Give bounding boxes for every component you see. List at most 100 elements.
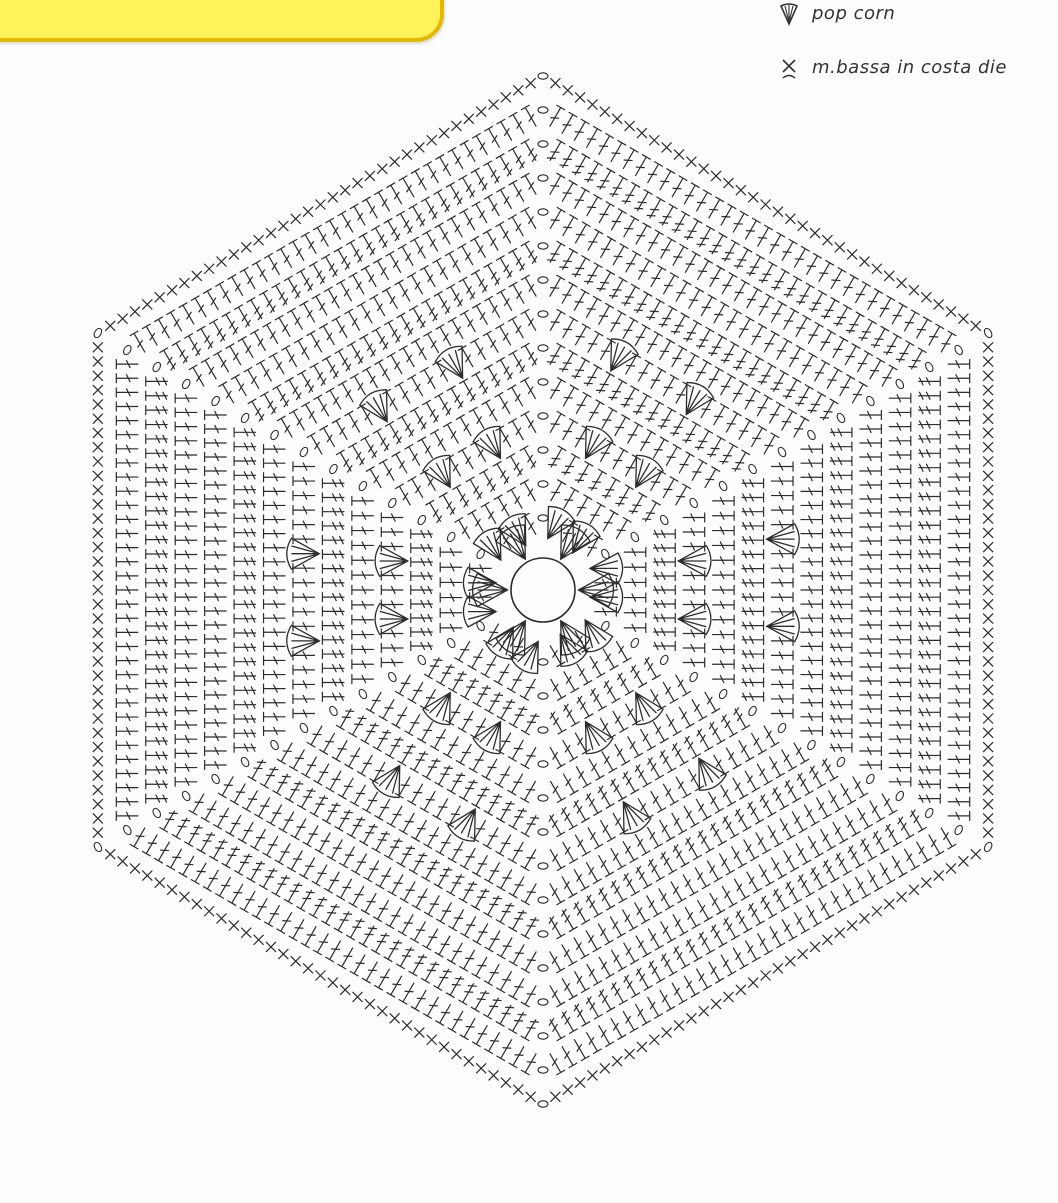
dc-stitch xyxy=(710,265,725,287)
dc-stitch xyxy=(116,740,138,750)
chain-stitch xyxy=(538,481,548,487)
treble-stitch xyxy=(146,592,168,602)
chain-stitch xyxy=(358,480,369,492)
dc-stitch xyxy=(587,535,602,557)
dc-stitch xyxy=(771,578,793,588)
dc-stitch xyxy=(485,930,500,952)
dc-stitch xyxy=(820,329,835,351)
dc-stitch xyxy=(758,225,773,247)
dc-stitch xyxy=(684,353,699,375)
dc-stitch xyxy=(948,641,970,651)
sc-stitch xyxy=(365,171,375,181)
dc-stitch xyxy=(696,190,711,212)
dc-stitch xyxy=(771,665,793,675)
sc-stitch xyxy=(93,399,103,409)
treble-stitch xyxy=(871,326,889,348)
dc-stitch xyxy=(349,273,364,295)
treble-stitch xyxy=(685,837,701,860)
dc-stitch xyxy=(889,407,911,417)
sc-stitch xyxy=(278,221,288,231)
chain-stitch xyxy=(836,756,847,768)
treble-stitch xyxy=(684,736,700,759)
treble-stitch xyxy=(146,736,168,746)
treble-stitch xyxy=(146,563,168,573)
dc-stitch xyxy=(116,627,138,637)
dc-stitch xyxy=(374,969,389,991)
treble-stitch xyxy=(830,485,852,495)
dc-stitch xyxy=(635,324,650,346)
dc-stitch xyxy=(800,486,822,496)
dc-stitch xyxy=(889,464,911,474)
dc-stitch xyxy=(326,388,341,410)
dc-stitch xyxy=(336,879,351,901)
dc-stitch xyxy=(218,776,233,798)
treble-stitch xyxy=(439,492,455,515)
dc-stitch xyxy=(831,267,846,289)
dc-stitch xyxy=(423,997,438,1019)
dc-stitch xyxy=(800,613,822,623)
treble-stitch xyxy=(284,276,300,299)
dc-stitch xyxy=(520,679,535,701)
dc-stitch xyxy=(948,698,970,708)
dc-stitch xyxy=(116,529,138,539)
treble-stitch xyxy=(559,350,577,372)
dc-stitch xyxy=(201,358,216,380)
treble-stitch xyxy=(771,269,789,291)
dc-stitch xyxy=(802,353,817,375)
popcorn-stitch xyxy=(473,528,500,560)
treble-stitch xyxy=(604,680,620,703)
dc-stitch xyxy=(771,563,793,573)
treble-stitch xyxy=(421,298,437,321)
dc-stitch xyxy=(154,317,169,339)
chain-stitch xyxy=(659,654,670,666)
dc-stitch xyxy=(381,658,403,668)
dc-stitch xyxy=(623,317,638,339)
dc-stitch xyxy=(352,540,374,550)
treble-stitch xyxy=(466,477,482,500)
chain-stitch xyxy=(538,727,548,733)
treble-stitch xyxy=(322,564,344,574)
treble-stitch xyxy=(561,909,577,932)
treble-stitch xyxy=(272,384,288,407)
dc-stitch xyxy=(563,385,578,407)
dc-stitch xyxy=(374,190,389,212)
sc-stitch xyxy=(983,813,993,823)
treble-stitch xyxy=(672,211,690,233)
dc-stitch xyxy=(624,623,646,633)
dc-stitch xyxy=(440,547,462,557)
treble-stitch xyxy=(234,685,256,695)
treble-stitch xyxy=(918,722,940,732)
dc-stitch xyxy=(948,585,970,595)
sc-stitch xyxy=(983,485,993,495)
dc-stitch xyxy=(550,781,565,803)
chain-stitch xyxy=(93,327,104,339)
treble-stitch xyxy=(918,664,940,674)
dc-stitch xyxy=(175,706,197,716)
sc-stitch xyxy=(340,985,350,995)
dc-stitch xyxy=(882,794,897,816)
treble-stitch xyxy=(409,306,425,329)
dc-stitch xyxy=(293,621,315,631)
dc-stitch xyxy=(496,1039,511,1061)
sc-stitch xyxy=(476,1063,486,1073)
dc-stitch xyxy=(313,933,328,955)
dc-stitch xyxy=(868,870,883,892)
dc-stitch xyxy=(948,500,970,510)
treble-stitch xyxy=(433,969,451,991)
treble-stitch xyxy=(742,549,764,559)
treble-stitch xyxy=(234,628,256,638)
chain-stitch xyxy=(538,175,548,181)
dc-stitch xyxy=(651,367,666,389)
treble-stitch xyxy=(521,1019,539,1041)
dc-stitch xyxy=(205,578,227,588)
treble-stitch xyxy=(742,606,764,616)
dc-stitch xyxy=(683,571,705,581)
dc-stitch xyxy=(521,985,536,1007)
dc-stitch xyxy=(507,671,522,693)
treble-stitch xyxy=(497,699,515,721)
treble-stitch xyxy=(322,692,344,702)
dc-stitch xyxy=(859,494,881,504)
dc-stitch xyxy=(806,905,821,927)
dc-stitch xyxy=(709,197,724,219)
chain-stitch xyxy=(538,413,548,419)
